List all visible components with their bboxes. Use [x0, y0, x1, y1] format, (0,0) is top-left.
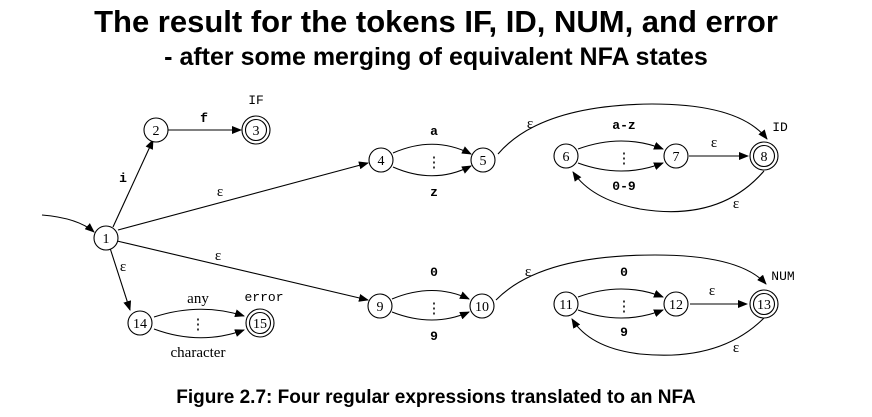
edge-label-z: z [430, 185, 438, 200]
edge-label-eps-1-4: ε [217, 184, 223, 200]
edge-label-0-9-10: 0 [430, 265, 438, 280]
edge-label-eps-13-11: ε [733, 340, 739, 356]
edge-label-dots-9-10: ⋮ [427, 301, 442, 317]
edge-9-10-0 [391, 289, 470, 300]
edge-label-eps-8-6: ε [733, 196, 739, 212]
edge-4-5-a [392, 143, 472, 155]
svg-text:6: 6 [563, 150, 570, 165]
state-5: 5 [470, 147, 496, 173]
svg-text:3: 3 [253, 124, 260, 139]
edge-10-13 [495, 254, 767, 301]
edge-1-4 [117, 161, 369, 231]
figure-caption: Figure 2.7: Four regular expressions tra… [176, 387, 696, 408]
state-3: 3 [241, 115, 271, 145]
edge-8-6 [572, 170, 765, 213]
svg-text:10: 10 [475, 300, 489, 315]
edge-label-09: 0-9 [612, 179, 636, 194]
edge-label-9-11-12: 9 [620, 325, 628, 340]
edge-13-11 [571, 317, 765, 356]
edge-5-8 [497, 103, 768, 155]
edge-label-any: any [187, 291, 209, 307]
token-label-id: ID [772, 120, 788, 135]
svg-text:11: 11 [559, 298, 572, 313]
state-11: 11 [553, 291, 579, 317]
edge-label-az: a-z [612, 118, 635, 133]
edge-label-dots-4-5: ⋮ [427, 155, 442, 171]
state-1: 1 [93, 225, 119, 251]
state-4: 4 [368, 147, 394, 173]
edge-label-dots-6-7: ⋮ [617, 151, 632, 167]
state-12: 12 [663, 291, 689, 317]
state-15: 15 [245, 308, 275, 338]
svg-text:13: 13 [757, 298, 771, 313]
edge-label-f: f [200, 111, 208, 126]
svg-text:7: 7 [673, 150, 680, 165]
edge-6-7-az [577, 140, 664, 150]
state-14: 14 [127, 310, 153, 336]
edge-4-5-z [392, 165, 472, 177]
edge-label-eps-12-13: ε [709, 283, 715, 299]
state-8: 8 [749, 141, 779, 171]
edge-1-2 [112, 139, 154, 228]
edge-label-eps-7-8: ε [711, 135, 717, 151]
edge-label-eps-1-14: ε [120, 259, 126, 275]
edge-1-14 [109, 247, 132, 311]
edge-14-15-any [153, 308, 245, 318]
svg-text:9: 9 [377, 300, 384, 315]
state-13: 13 [749, 289, 779, 319]
edge-label-a: a [430, 124, 438, 139]
svg-text:4: 4 [378, 154, 385, 169]
token-label-error: error [244, 290, 283, 305]
edge-11-12-0 [577, 288, 664, 298]
edge-label-eps-10-13: ε [525, 264, 531, 280]
token-label-if: IF [248, 93, 264, 108]
token-label-num: NUM [771, 269, 794, 284]
slide-title: The result for the tokens IF, ID, NUM, a… [94, 4, 778, 39]
edge-6-7-09 [577, 162, 664, 172]
edge-1-9 [116, 240, 369, 302]
svg-text:1: 1 [103, 232, 110, 247]
edge-label-character: character [171, 345, 226, 361]
edge-label-dots-14-15: ⋮ [191, 317, 206, 333]
svg-text:12: 12 [669, 298, 683, 313]
svg-text:8: 8 [761, 150, 768, 165]
svg-text:2: 2 [153, 124, 160, 139]
edge-11-12-9 [577, 309, 664, 319]
start-arrow [41, 214, 95, 233]
slide-subtitle: - after some merging of equivalent NFA s… [164, 43, 708, 71]
state-2: 2 [143, 117, 169, 143]
edge-label-9-9-10: 9 [430, 329, 438, 344]
state-9: 9 [367, 293, 393, 319]
state-6: 6 [553, 143, 579, 169]
svg-text:15: 15 [253, 317, 267, 332]
svg-text:5: 5 [480, 154, 487, 169]
edge-label-dots-11-12: ⋮ [617, 299, 632, 315]
edge-label-i: i [119, 171, 127, 186]
edge-9-10-9 [391, 311, 470, 321]
svg-text:14: 14 [133, 317, 147, 332]
edge-14-15-char [153, 328, 245, 339]
edge-label-eps-5-8: ε [527, 116, 533, 132]
edge-label-eps-1-9: ε [215, 248, 221, 264]
edge-label-0-11-12: 0 [620, 265, 628, 280]
state-7: 7 [663, 143, 689, 169]
state-10: 10 [469, 293, 495, 319]
